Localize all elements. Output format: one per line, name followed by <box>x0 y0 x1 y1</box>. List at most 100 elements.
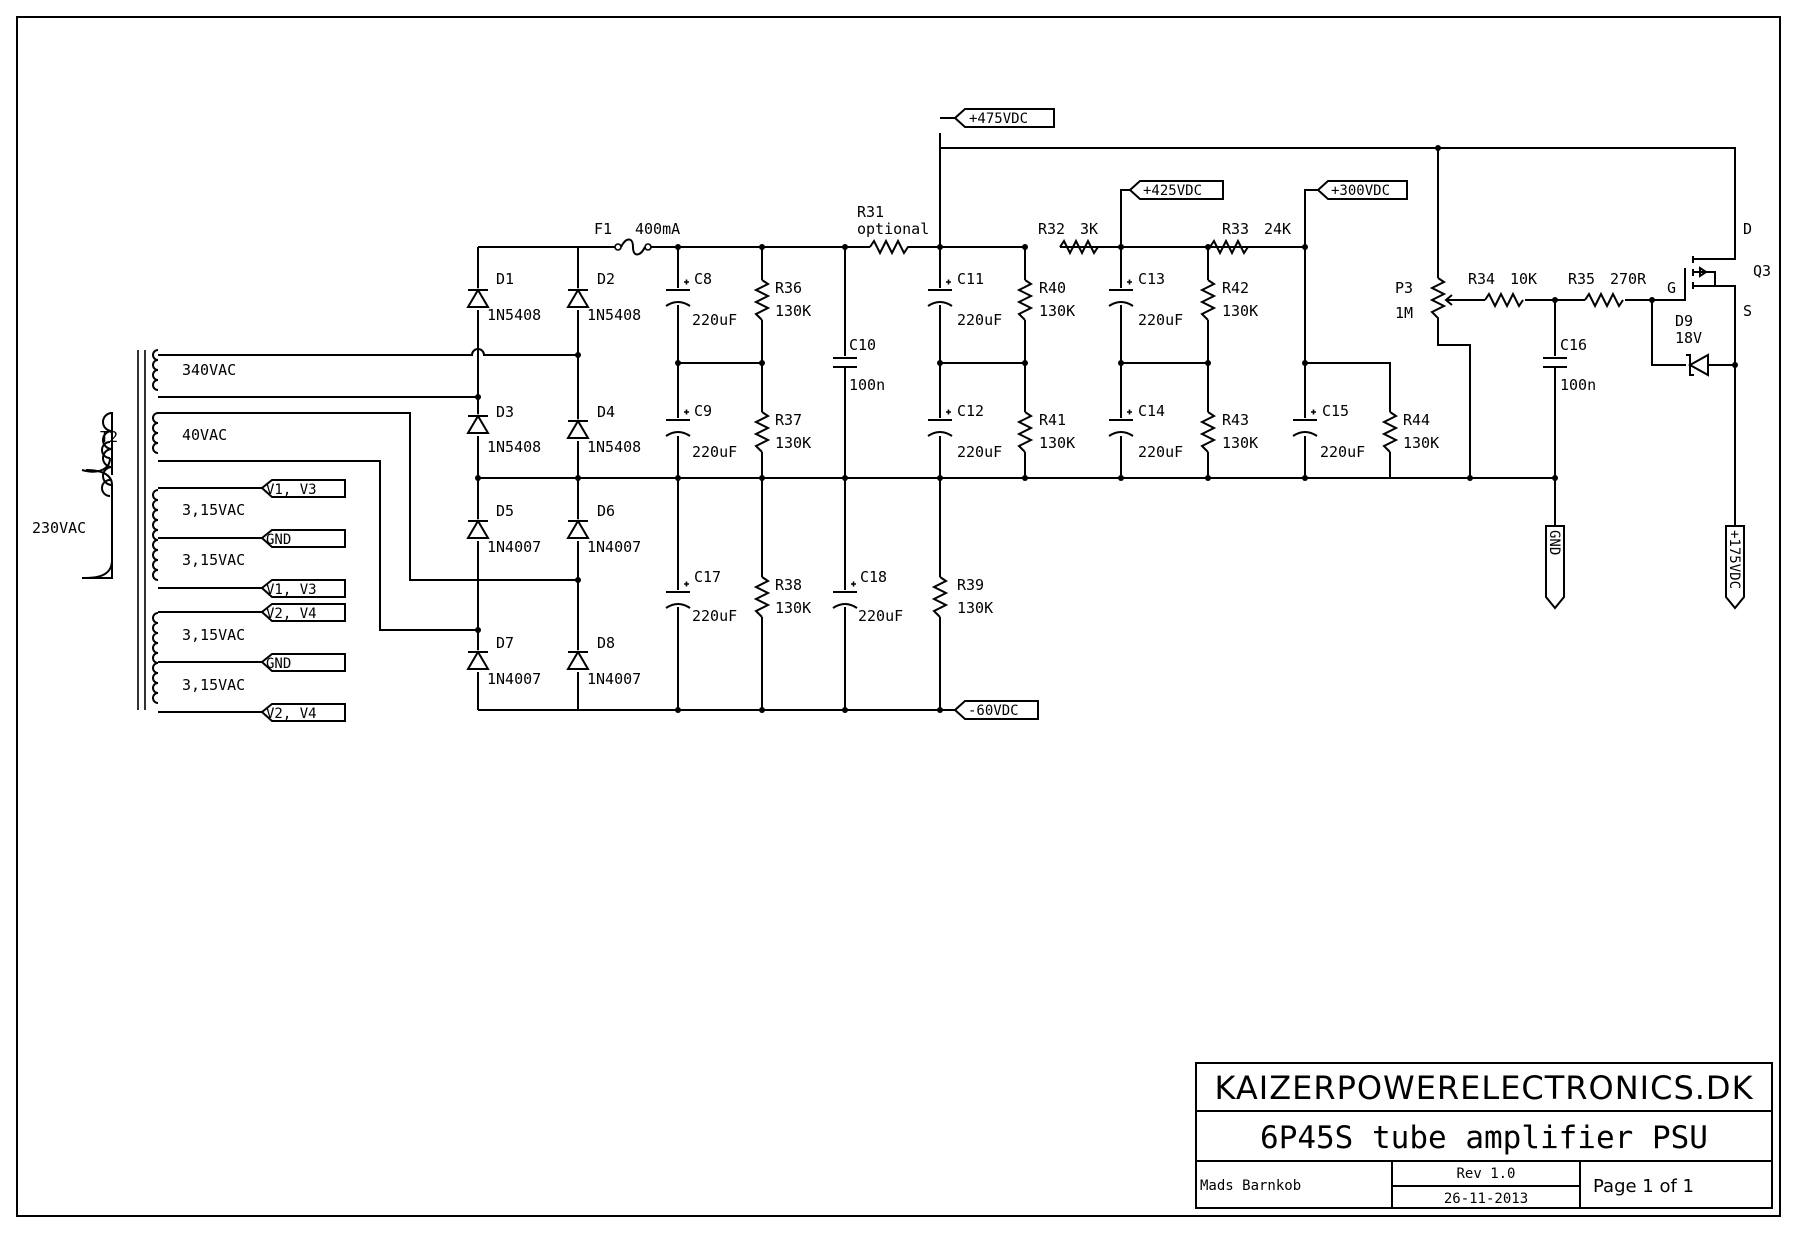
d9-value: 18V <box>1675 329 1702 347</box>
c15-ref: C15 <box>1322 402 1349 420</box>
r37-value: 130K <box>775 434 811 452</box>
fuse-f1 <box>614 238 652 256</box>
sheet-border <box>16 16 1781 1217</box>
d5-value: 1N4007 <box>487 538 541 556</box>
port-p300: +300VDC <box>1331 183 1390 199</box>
c8-value: 220uF <box>692 311 737 329</box>
resistors <box>753 238 1624 618</box>
r43-ref: R43 <box>1222 411 1249 429</box>
t2-ref: T2 <box>100 428 118 446</box>
f1-value: 400mA <box>635 220 680 238</box>
c17-value: 220uF <box>692 607 737 625</box>
r36-value: 130K <box>775 302 811 320</box>
d7-value: 1N4007 <box>487 670 541 688</box>
zener-d9 <box>1686 353 1709 377</box>
d1-ref: D1 <box>496 270 514 288</box>
port-p175: +175VDC <box>1726 530 1742 589</box>
f1-ref: F1 <box>594 220 612 238</box>
r43-value: 130K <box>1222 434 1258 452</box>
q3-gate-label: G <box>1667 279 1676 297</box>
port-p425: +425VDC <box>1143 183 1202 199</box>
r33-value: 24K <box>1264 220 1291 238</box>
r32-value: 3K <box>1080 220 1098 238</box>
c12-ref: C12 <box>957 402 984 420</box>
r37-ref: R37 <box>775 411 802 429</box>
r38-ref: R38 <box>775 576 802 594</box>
port-v1v3-b: V1, V3 <box>266 582 317 598</box>
r40-value: 130K <box>1039 302 1075 320</box>
d2-ref: D2 <box>597 270 615 288</box>
author-name: Mads Barnkob <box>1200 1178 1301 1194</box>
revision: Rev 1.0 <box>1456 1166 1515 1182</box>
d6-value: 1N4007 <box>587 538 641 556</box>
port-v2v4-a: V2, V4 <box>266 606 317 622</box>
winding-340vac: 340VAC <box>182 361 236 379</box>
c18-ref: C18 <box>860 568 887 586</box>
d9-ref: D9 <box>1675 312 1693 330</box>
transformer-t2 <box>81 349 262 713</box>
r39-value: 130K <box>957 599 993 617</box>
primary-voltage: 230VAC <box>32 519 86 537</box>
c14-ref: C14 <box>1138 402 1165 420</box>
c9-ref: C9 <box>694 402 712 420</box>
mosfet-q3 <box>1652 246 1736 301</box>
p3-ref: P3 <box>1395 279 1413 297</box>
c15-value: 220uF <box>1320 443 1365 461</box>
r39-ref: R39 <box>957 576 984 594</box>
c18-value: 220uF <box>858 607 903 625</box>
c11-ref: C11 <box>957 270 984 288</box>
r44-value: 130K <box>1403 434 1439 452</box>
r42-ref: R42 <box>1222 279 1249 297</box>
heater-ports <box>260 479 346 722</box>
port-v1v3-a: V1, V3 <box>266 482 317 498</box>
c14-value: 220uF <box>1138 443 1183 461</box>
d4-ref: D4 <box>597 403 615 421</box>
port-gnd-b: GND <box>266 656 291 672</box>
d2-value: 1N5408 <box>587 306 641 324</box>
output-ports <box>953 108 1745 720</box>
r42-value: 130K <box>1222 302 1258 320</box>
q3-ref: Q3 <box>1753 262 1771 280</box>
title-block <box>1195 1062 1773 1209</box>
c8-ref: C8 <box>694 270 712 288</box>
port-v2v4-b: V2, V4 <box>266 706 317 722</box>
junctions <box>475 145 1738 713</box>
company-name: KAIZERPOWERELECTRONICS.DK <box>1214 1069 1753 1107</box>
r44-ref: R44 <box>1403 411 1430 429</box>
port-gnd-a: GND <box>266 532 291 548</box>
d3-value: 1N5408 <box>487 438 541 456</box>
d7-ref: D7 <box>496 634 514 652</box>
capacitors <box>665 279 1567 609</box>
d4-value: 1N5408 <box>587 438 641 456</box>
r31-ref: R31 <box>857 203 884 221</box>
c16-ref: C16 <box>1560 336 1587 354</box>
r33-ref: R33 <box>1222 220 1249 238</box>
c12-value: 220uF <box>957 443 1002 461</box>
q3-drain-label: D <box>1743 220 1752 238</box>
port-p475: +475VDC <box>969 111 1028 127</box>
d8-ref: D8 <box>597 634 615 652</box>
diodes <box>466 288 590 670</box>
r32-ref: R32 <box>1038 220 1065 238</box>
r34-ref: R34 <box>1468 270 1495 288</box>
p3-value: 1M <box>1395 304 1413 322</box>
wires <box>158 117 1736 711</box>
d8-value: 1N4007 <box>587 670 641 688</box>
port-gnd-out: GND <box>1546 530 1562 555</box>
c17-ref: C17 <box>694 568 721 586</box>
c9-value: 220uF <box>692 443 737 461</box>
drawing-title: 6P45S tube amplifier PSU <box>1260 1120 1708 1156</box>
r35-value: 270R <box>1610 270 1647 288</box>
c13-value: 220uF <box>1138 311 1183 329</box>
date: 26-11-2013 <box>1444 1191 1528 1207</box>
r34-value: 10K <box>1510 270 1537 288</box>
d3-ref: D3 <box>496 403 514 421</box>
winding-3v15-1: 3,15VAC <box>182 501 245 519</box>
r38-value: 130K <box>775 599 811 617</box>
c11-value: 220uF <box>957 311 1002 329</box>
d5-ref: D5 <box>496 502 514 520</box>
r31-value: optional <box>857 220 929 238</box>
r41-ref: R41 <box>1039 411 1066 429</box>
r35-ref: R35 <box>1568 270 1595 288</box>
